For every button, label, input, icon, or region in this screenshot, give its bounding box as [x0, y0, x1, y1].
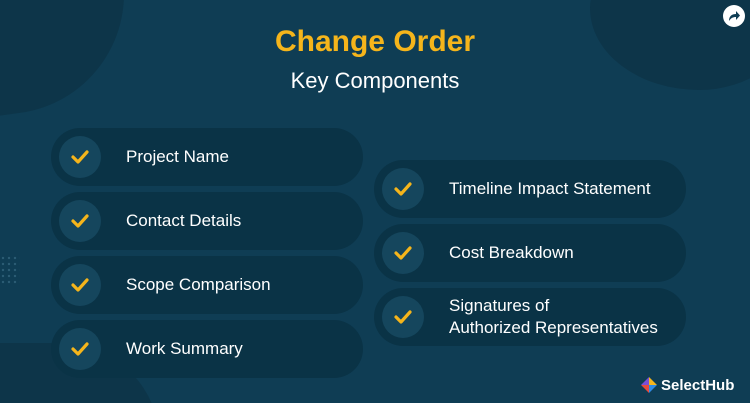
check-icon	[394, 182, 412, 196]
item-label: Signatures of Authorized Representatives	[449, 295, 658, 339]
share-arrow-icon	[729, 11, 740, 21]
item-label: Contact Details	[126, 211, 242, 230]
item-label: Cost Breakdown	[449, 243, 574, 262]
decorative-blob-top-left	[0, 0, 140, 123]
check-icon	[394, 246, 412, 260]
list-item-cost-breakdown: Cost Breakdown	[374, 224, 686, 282]
selecthub-logo: SelectHub	[640, 376, 734, 394]
page-title: Change Order	[274, 25, 476, 58]
check-icon	[71, 342, 89, 356]
check-badge	[382, 232, 424, 274]
list-item-contact-details: Contact Details	[51, 192, 363, 250]
check-icon	[71, 150, 89, 164]
list-item-signatures: Signatures of Authorized Representatives	[374, 288, 686, 346]
list-item-work-summary: Work Summary	[51, 320, 363, 378]
check-badge	[59, 264, 101, 306]
check-badge	[382, 168, 424, 210]
item-label: Project Name	[126, 147, 229, 166]
check-badge	[59, 200, 101, 242]
check-icon	[394, 310, 412, 324]
check-icon	[71, 278, 89, 292]
brand-name: SelectHub	[661, 376, 735, 394]
item-label-line-2: Authorized Representatives	[449, 318, 658, 337]
list-item-project-name: Project Name	[51, 128, 363, 186]
item-label: Scope Comparison	[126, 275, 271, 294]
share-button[interactable]	[723, 5, 745, 27]
list-item-scope-comparison: Scope Comparison	[51, 256, 363, 314]
item-label: Work Summary	[126, 339, 243, 358]
check-badge	[382, 296, 424, 338]
list-item-timeline-impact-statement: Timeline Impact Statement	[374, 160, 686, 218]
decorative-dot-grid	[0, 255, 20, 285]
item-label: Timeline Impact Statement	[449, 179, 651, 198]
check-badge	[59, 136, 101, 178]
selecthub-logo-icon	[641, 377, 657, 393]
check-icon	[71, 214, 89, 228]
page-subtitle: Key Components	[290, 68, 460, 93]
item-label-line-1: Signatures of	[449, 296, 550, 315]
check-badge	[59, 328, 101, 370]
